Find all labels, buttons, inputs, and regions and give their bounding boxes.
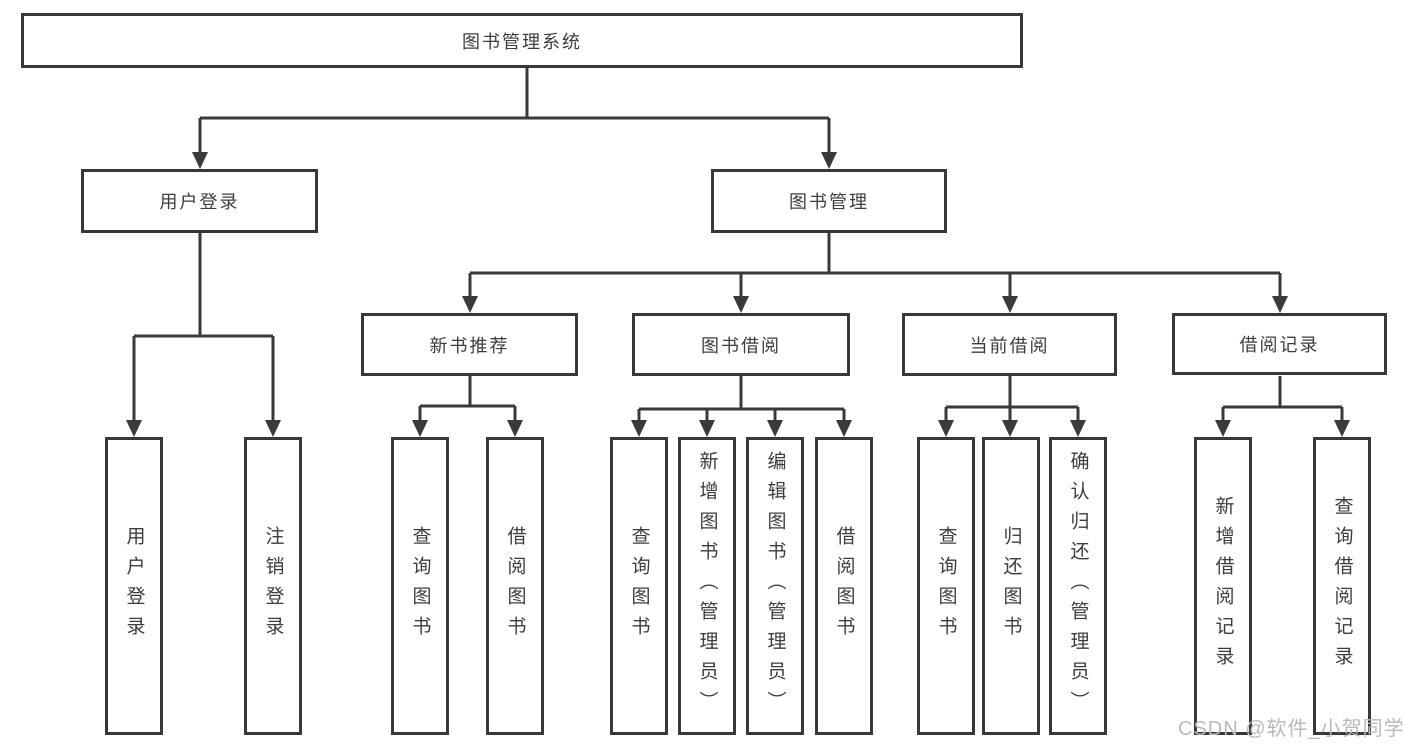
edge-current-borrowing-to-children <box>944 376 1080 420</box>
node-module-borrowing-records: 借阅记录 <box>1172 313 1387 375</box>
node-label: 借阅图书 <box>504 526 526 646</box>
node-leaf-borrowing-add-books-admin: 新增图书（管理员） <box>678 437 736 735</box>
node-label: 新书推荐 <box>429 335 510 356</box>
node-label: 查询图书 <box>628 526 650 646</box>
arrowhead-icon <box>412 420 428 437</box>
node-branch-user-login: 用户登录 <box>81 169 318 233</box>
arrowhead-icon <box>1070 420 1086 437</box>
arrowhead-icon <box>699 420 715 437</box>
node-label: 注销登录 <box>262 526 284 646</box>
arrowhead-icon <box>192 152 208 169</box>
arrowhead-icon <box>1002 296 1018 313</box>
node-module-new-book: 新书推荐 <box>361 313 578 376</box>
node-root-system: 图书管理系统 <box>21 13 1023 68</box>
node-label: 用户登录 <box>123 526 145 646</box>
node-label: 借阅记录 <box>1239 335 1320 355</box>
arrowhead-icon <box>126 420 142 437</box>
edge-borrowing-records-to-children <box>1221 376 1344 420</box>
arrowhead-icon <box>265 420 281 437</box>
arrowhead-icon <box>1002 420 1018 437</box>
node-leaf-borrowing-query-books: 查询图书 <box>610 437 668 735</box>
node-leaf-newbook-query-books: 查询图书 <box>391 437 449 735</box>
edge-book-borrowing-to-children <box>637 376 846 420</box>
csdn-watermark: CSDN @软件_小贺同学 <box>1178 718 1405 740</box>
arrowhead-icon <box>733 296 749 313</box>
node-leaf-borrowing-borrow-books: 借阅图书 <box>815 437 873 735</box>
node-leaf-logout: 注销登录 <box>244 437 302 735</box>
node-leaf-current-confirm-return-admin: 确认归还（管理员） <box>1049 437 1107 735</box>
node-label: 查询图书 <box>935 526 957 646</box>
node-label: 图书管理系统 <box>462 31 582 52</box>
arrowhead-icon <box>1272 296 1288 313</box>
arrowhead-icon <box>507 420 523 437</box>
edge-user-login-to-children <box>132 233 275 420</box>
node-leaf-current-return-books: 归还图书 <box>982 437 1040 735</box>
node-label: 编辑图书（管理员） <box>764 451 786 721</box>
node-leaf-records-query-record: 查询借阅记录 <box>1313 437 1371 735</box>
node-leaf-user-login: 用户登录 <box>105 437 163 735</box>
edge-root-to-level2 <box>198 68 831 152</box>
arrowhead-icon <box>631 420 647 437</box>
node-label: 用户登录 <box>159 192 240 212</box>
node-label: 借阅图书 <box>833 526 855 646</box>
arrowhead-icon <box>767 420 783 437</box>
node-leaf-current-query-books: 查询图书 <box>917 437 975 735</box>
node-label: 确认归还（管理员） <box>1067 451 1089 721</box>
node-label: 图书管理 <box>789 192 869 212</box>
node-label: 新增借阅记录 <box>1212 496 1234 676</box>
arrowhead-icon <box>1215 420 1231 437</box>
arrowhead-icon <box>938 420 954 437</box>
node-leaf-records-add-record: 新增借阅记录 <box>1194 437 1252 735</box>
arrowheads <box>126 152 1350 437</box>
edge-new-book-to-children <box>418 376 517 420</box>
connector-paths <box>132 68 1344 420</box>
arrowhead-icon <box>462 296 478 313</box>
arrowhead-icon <box>821 152 837 169</box>
edge-book-mgmt-to-level3 <box>468 233 1282 296</box>
node-label: 查询借阅记录 <box>1331 496 1353 676</box>
node-module-book-borrowing: 图书借阅 <box>632 313 850 376</box>
arrowhead-icon <box>1334 420 1350 437</box>
node-label: 当前借阅 <box>969 335 1050 356</box>
node-leaf-newbook-borrow-books: 借阅图书 <box>486 437 544 735</box>
node-label: 图书借阅 <box>701 335 781 356</box>
node-label: 查询图书 <box>409 526 431 646</box>
node-module-current-borrowing: 当前借阅 <box>902 313 1117 376</box>
node-leaf-borrowing-edit-books-admin: 编辑图书（管理员） <box>746 437 804 735</box>
node-label: 新增图书（管理员） <box>696 451 718 721</box>
node-label: 归还图书 <box>1000 526 1022 646</box>
arrowhead-icon <box>836 420 852 437</box>
node-branch-book-management: 图书管理 <box>711 169 947 233</box>
